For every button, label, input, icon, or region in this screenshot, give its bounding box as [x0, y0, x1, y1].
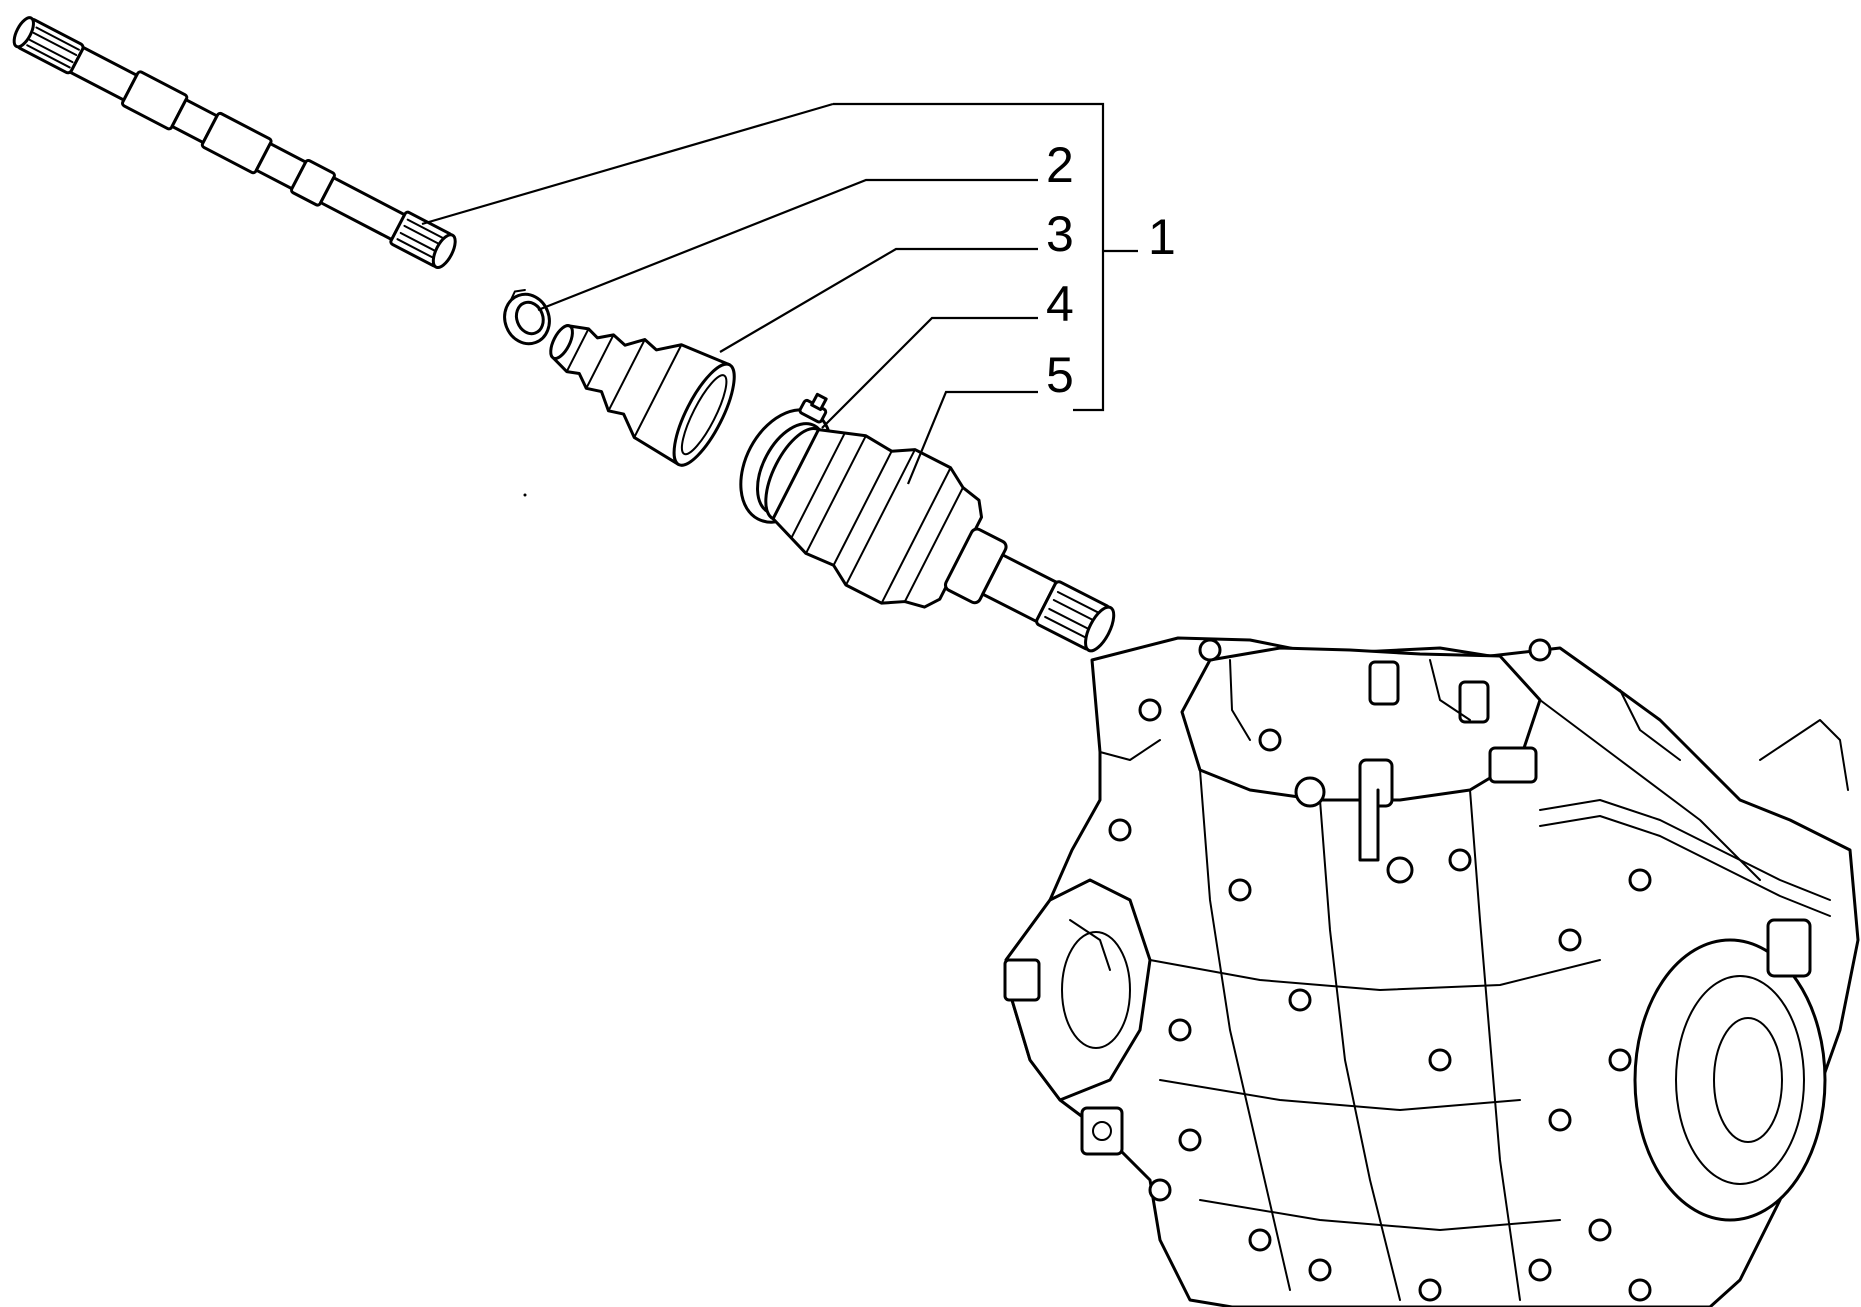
stray-dot: [523, 493, 527, 497]
callout-4: 4: [1046, 276, 1074, 332]
callout-3: 3: [1046, 206, 1074, 262]
leader-1: [421, 102, 834, 226]
callout-labels: 1 2 3 4 5: [1046, 137, 1176, 403]
transmission-gearbox: [1003, 636, 1860, 1307]
callout-2: 2: [1046, 137, 1074, 193]
leader-lines: [421, 102, 1138, 485]
leader-2: [537, 178, 1038, 312]
part-5-cv-joint: [764, 427, 1116, 653]
callout-5: 5: [1046, 347, 1074, 403]
part-3-boot: [549, 324, 736, 467]
leader-4: [821, 316, 1038, 429]
part-2-clip: [503, 288, 551, 346]
leader-5: [906, 390, 1038, 485]
drive-shaft: [12, 16, 457, 270]
callout-1: 1: [1148, 209, 1176, 265]
bracket-1: [833, 102, 1105, 412]
leader-3: [719, 247, 1038, 353]
